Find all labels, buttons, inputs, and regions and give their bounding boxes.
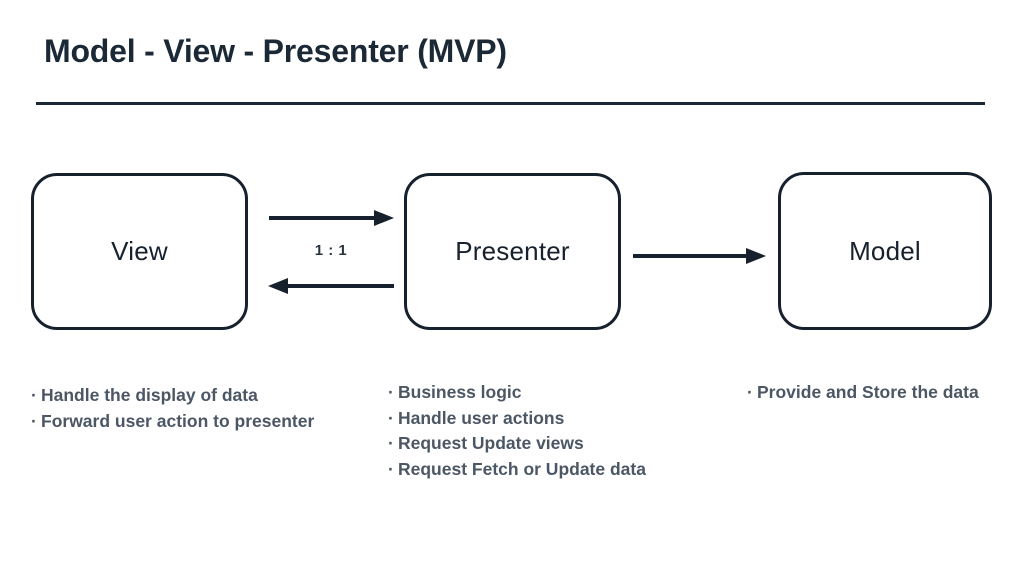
arrow-presenter-to-model-icon xyxy=(633,248,766,264)
bullet-marker-icon: · xyxy=(31,385,37,405)
list-item: ·Business logic xyxy=(388,380,646,406)
bullet-marker-icon: · xyxy=(388,458,394,479)
list-item-label: Handle the display of data xyxy=(41,385,258,405)
arrow-presenter-to-view-icon xyxy=(268,278,394,294)
list-item-label: Request Fetch or Update data xyxy=(398,458,646,479)
bullet-marker-icon: · xyxy=(388,382,394,402)
bullet-marker-icon: · xyxy=(388,433,394,453)
list-item: ·Handle the display of data xyxy=(31,383,314,409)
list-item: ·Handle user actions xyxy=(388,406,646,432)
node-label-view: View xyxy=(111,236,168,266)
title-divider xyxy=(36,102,985,105)
bullet-marker-icon: · xyxy=(31,410,37,431)
responsibilities-model: ·Provide and Store the data xyxy=(747,380,979,406)
list-item-label: Handle user actions xyxy=(398,407,565,428)
page-title: Model - View - Presenter (MVP) xyxy=(44,33,507,69)
node-box-presenter[interactable]: Presenter xyxy=(404,173,621,330)
list-item-label: Request Update views xyxy=(398,433,584,453)
list-item-label: Forward user action to presenter xyxy=(41,410,315,431)
node-box-model[interactable]: Model xyxy=(778,172,992,330)
responsibilities-presenter: ·Business logic ·Handle user actions ·Re… xyxy=(388,380,646,482)
list-item: ·Request Update views xyxy=(388,431,646,457)
bullet-marker-icon: · xyxy=(747,382,753,402)
list-item: ·Request Fetch or Update data xyxy=(388,457,646,483)
node-label-presenter: Presenter xyxy=(455,236,570,266)
list-item: ·Provide and Store the data xyxy=(747,380,979,406)
cardinality-label: 1 : 1 xyxy=(314,242,348,259)
list-item: ·Forward user action to presenter xyxy=(31,409,314,435)
arrow-view-to-presenter-icon xyxy=(269,210,394,226)
node-box-view[interactable]: View xyxy=(31,173,248,330)
bullet-marker-icon: · xyxy=(388,407,394,428)
list-item-label: Business logic xyxy=(398,382,522,402)
responsibilities-view: ·Handle the display of data ·Forward use… xyxy=(31,383,314,434)
node-label-model: Model xyxy=(849,235,921,266)
list-item-label: Provide and Store the data xyxy=(757,382,979,402)
